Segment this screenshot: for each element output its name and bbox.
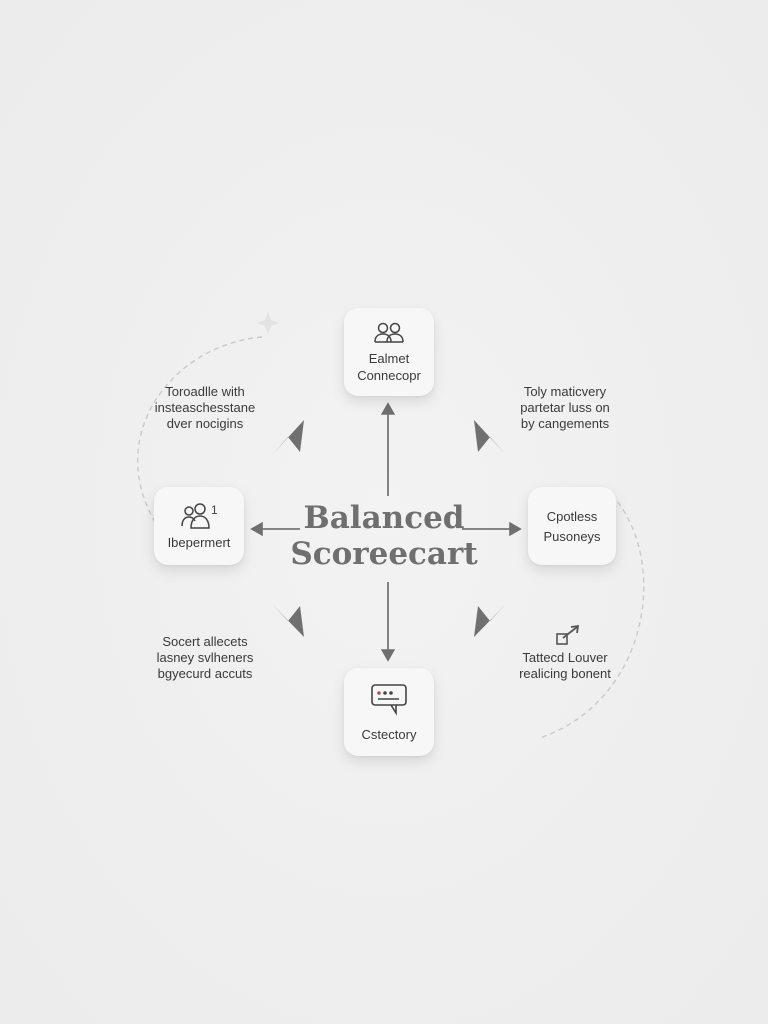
right-card-line1: Cpotless bbox=[546, 508, 598, 524]
diagonal-arrow-top-right bbox=[474, 420, 506, 455]
center-title-line1: Balanced bbox=[303, 500, 465, 536]
bottom-right-text-line: realicing bonent bbox=[519, 666, 611, 681]
trend-arrow-icon bbox=[556, 624, 580, 645]
bottom-left-text-line: lasney svlheners bbox=[156, 650, 254, 665]
sparkle-decoration bbox=[257, 312, 279, 334]
dashed-arc-left bbox=[137, 336, 263, 531]
top-card-line1: Ealmet bbox=[368, 351, 410, 366]
top-left-text-line: Toroadlle with bbox=[165, 384, 245, 399]
people-icon: 1 bbox=[181, 503, 218, 529]
bottom-left-text: Socert allecets lasney svlheners bgyecur… bbox=[130, 634, 280, 682]
team-icon bbox=[374, 322, 404, 343]
top-left-text-line: insteaschesstane bbox=[154, 400, 256, 415]
center-title: Balanced Scoreecart bbox=[270, 500, 498, 572]
top-right-text-line: by cangements bbox=[520, 416, 610, 431]
center-title-line2: Scoreecart bbox=[290, 536, 478, 572]
diagonal-arrow-bottom-right bbox=[474, 604, 506, 637]
card-left[interactable]: 1 Ibepermert bbox=[154, 487, 244, 565]
card-bottom[interactable]: Cstectory bbox=[344, 668, 434, 756]
right-card-line2: Pusoneys bbox=[543, 528, 601, 544]
bottom-left-text-line: Socert allecets bbox=[162, 634, 248, 649]
bottom-left-text-line: bgyecurd accuts bbox=[157, 666, 253, 681]
left-card-label: Ibepermert bbox=[167, 534, 231, 550]
top-left-text-line: dver nocigins bbox=[166, 416, 244, 431]
top-right-text: Toly maticvery partetar luss on by cange… bbox=[490, 384, 640, 432]
chat-icon bbox=[371, 683, 407, 716]
card-right[interactable]: Cpotless Pusoneys bbox=[528, 487, 616, 565]
bottom-right-text: Tattecd Louver realicing bonent bbox=[490, 650, 640, 682]
diagonal-arrow-top-left bbox=[272, 420, 304, 455]
svg-text:1: 1 bbox=[211, 503, 218, 517]
bottom-card-label: Cstectory bbox=[361, 726, 417, 742]
top-right-text-line: Toly maticvery bbox=[523, 384, 607, 399]
top-card-line2: Connecopr bbox=[357, 368, 421, 383]
dashed-arc-right bbox=[539, 494, 645, 739]
top-right-text-line: partetar luss on bbox=[520, 400, 610, 415]
diagonal-arrow-bottom-left bbox=[272, 604, 304, 637]
bottom-right-text-line: Tattecd Louver bbox=[522, 650, 608, 665]
card-top[interactable]: Ealmet Connecopr bbox=[344, 308, 434, 396]
top-left-text: Toroadlle with insteaschesstane dver noc… bbox=[130, 384, 280, 432]
